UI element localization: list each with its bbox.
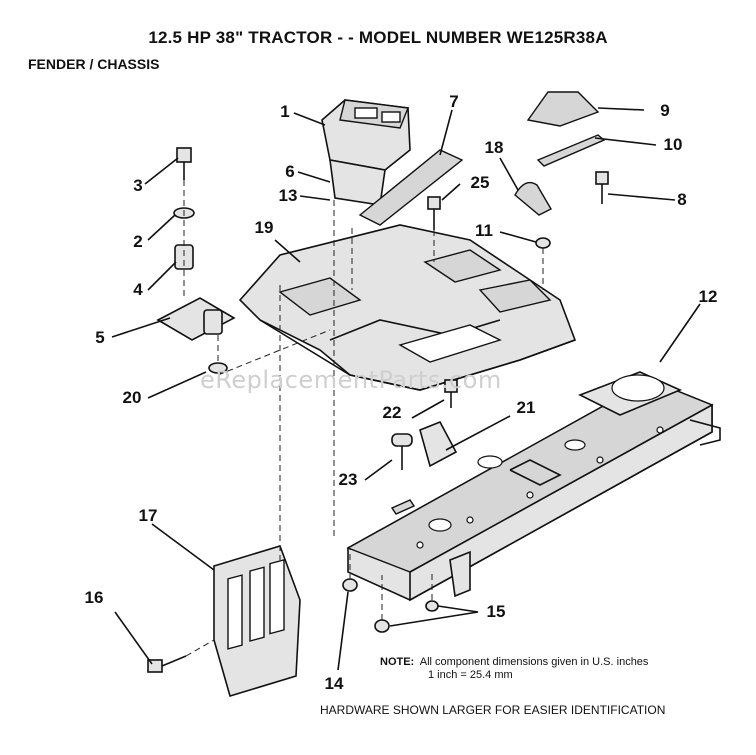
callout-22: 22 — [382, 403, 402, 422]
bracket-21 — [419, 420, 458, 468]
bracket-10 — [536, 134, 606, 167]
callout-17: 17 — [138, 506, 158, 525]
callout-9: 9 — [660, 101, 670, 120]
nut-15a — [425, 600, 439, 612]
callout-6: 6 — [285, 162, 295, 181]
nut-15b — [374, 619, 390, 633]
callout-10: 10 — [663, 135, 683, 154]
nut-11 — [535, 237, 551, 249]
callout-4: 4 — [133, 280, 143, 299]
callout-18: 18 — [484, 138, 504, 157]
callout-1: 1 — [280, 102, 290, 121]
callout-15: 15 — [486, 602, 506, 621]
callout-16: 16 — [84, 588, 104, 607]
hardware-note: HARDWARE SHOWN LARGER FOR EASIER IDENTIF… — [320, 703, 666, 717]
callout-13: 13 — [278, 186, 298, 205]
console — [321, 99, 411, 206]
note-line2: 1 inch = 25.4 mm — [428, 669, 513, 681]
leader-lines — [111, 107, 701, 671]
callout-3: 3 — [133, 176, 143, 195]
callout-21: 21 — [516, 398, 536, 417]
callout-11: 11 — [475, 221, 493, 240]
callout-8: 8 — [677, 190, 687, 209]
nut-14 — [342, 578, 358, 592]
note-label: NOTE: — [380, 656, 415, 668]
callout-20: 20 — [122, 388, 142, 407]
plate-9 — [526, 91, 600, 127]
callout-23: 23 — [338, 470, 358, 489]
diagram-subtitle: FENDER / CHASSIS — [28, 56, 160, 72]
bolt-25 — [427, 196, 441, 210]
callout-7: 7 — [449, 92, 459, 111]
note: NOTE: All component dimensions given in … — [380, 656, 648, 682]
callout-5: 5 — [95, 328, 105, 347]
callout-25: 25 — [470, 173, 490, 192]
decal-7 — [358, 149, 464, 226]
watermark: eReplacementParts.com — [200, 366, 502, 394]
assembly-lines — [183, 180, 544, 657]
callout-2: 2 — [133, 232, 143, 251]
note-line1: All component dimensions given in U.S. i… — [419, 656, 649, 668]
fender — [238, 224, 577, 391]
hardware-left — [156, 147, 236, 374]
diagram-title: 12.5 HP 38" TRACTOR - - MODEL NUMBER WE1… — [148, 28, 608, 47]
callout-14: 14 — [324, 674, 344, 693]
chassis-frame — [346, 371, 721, 602]
bolt-8 — [595, 171, 609, 185]
clamp-18 — [514, 181, 552, 216]
callout-19: 19 — [254, 218, 274, 237]
bolt-23 — [391, 433, 413, 447]
callout-12: 12 — [698, 287, 718, 306]
